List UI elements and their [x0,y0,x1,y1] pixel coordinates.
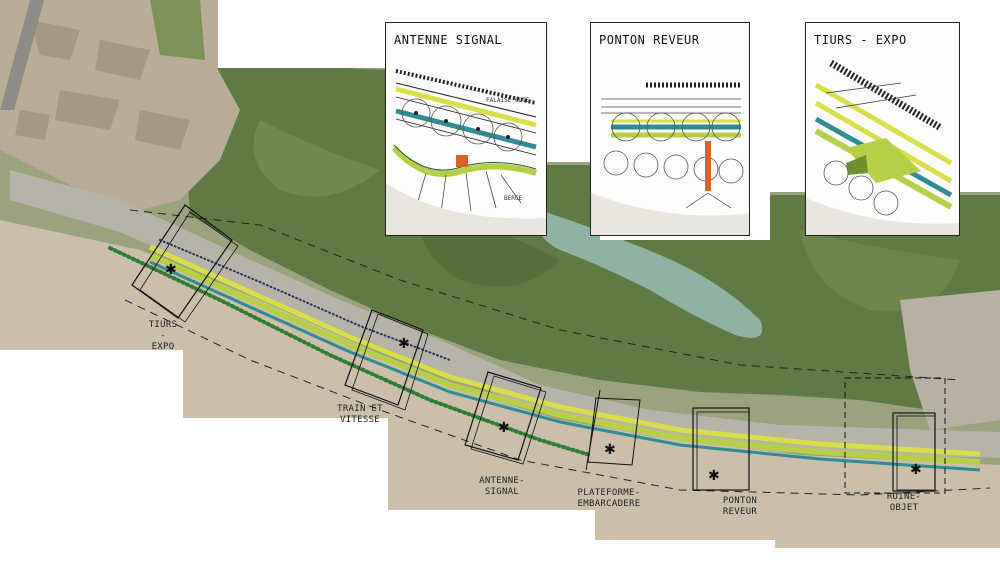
lake [537,210,763,338]
star-marker: ✱ [398,336,410,352]
station-label-antenne-signal: ANTENNE- SIGNAL [479,476,525,497]
corridor-boundary-south [124,299,991,496]
road-corridor [10,170,1000,458]
station-label-train-vitesse: TRAIN ET VITESSE [337,404,383,425]
station-frame-plateforme[interactable] [585,389,641,471]
station-frame-ponton[interactable] [692,407,750,491]
station-frame-tiurs[interactable] [131,204,239,323]
highway [0,0,44,110]
sketch-tiurs-expo: TIURS - EXPO [805,22,960,236]
station-label-plateforme: PLATEFORME- EMBARCADERE [577,488,641,509]
promenade-green-edge [148,252,981,465]
station-label-ruine-objet: RUINE- OBJET [886,492,922,513]
station-label-ponton-reveur: PONTON REVEUR [722,496,758,517]
star-marker: ✱ [498,420,510,436]
star-marker: ✱ [708,468,720,484]
corridor-boundary-north [129,209,961,381]
star-marker: ✱ [165,262,177,278]
sketch-title: PONTON REVEUR [599,33,700,47]
sketch-ponton-reveur: PONTON REVEUR [590,22,750,236]
promenade-teal-path [149,260,981,472]
sketch-antenne-signal: ANTENNE SIGNAL FALAISE COTE BERGE [385,22,547,236]
station-frame-antenne[interactable] [464,371,547,465]
promenade-yellow-band [148,244,981,457]
star-marker: ✱ [910,462,922,478]
station-frame-train[interactable] [344,309,429,411]
sketch-title: ANTENNE SIGNAL [394,33,503,47]
sketch-note: FALAISE COTE [486,97,530,104]
sketch-title: TIURS - EXPO [814,33,907,47]
sketch-note: BERGE [504,195,523,202]
hedge-dotted-line [108,246,592,457]
station-label-tiurs-expo: TIURS - EXPO [148,320,178,352]
star-marker: ✱ [604,442,616,458]
station-frame-ruine[interactable] [844,377,946,494]
